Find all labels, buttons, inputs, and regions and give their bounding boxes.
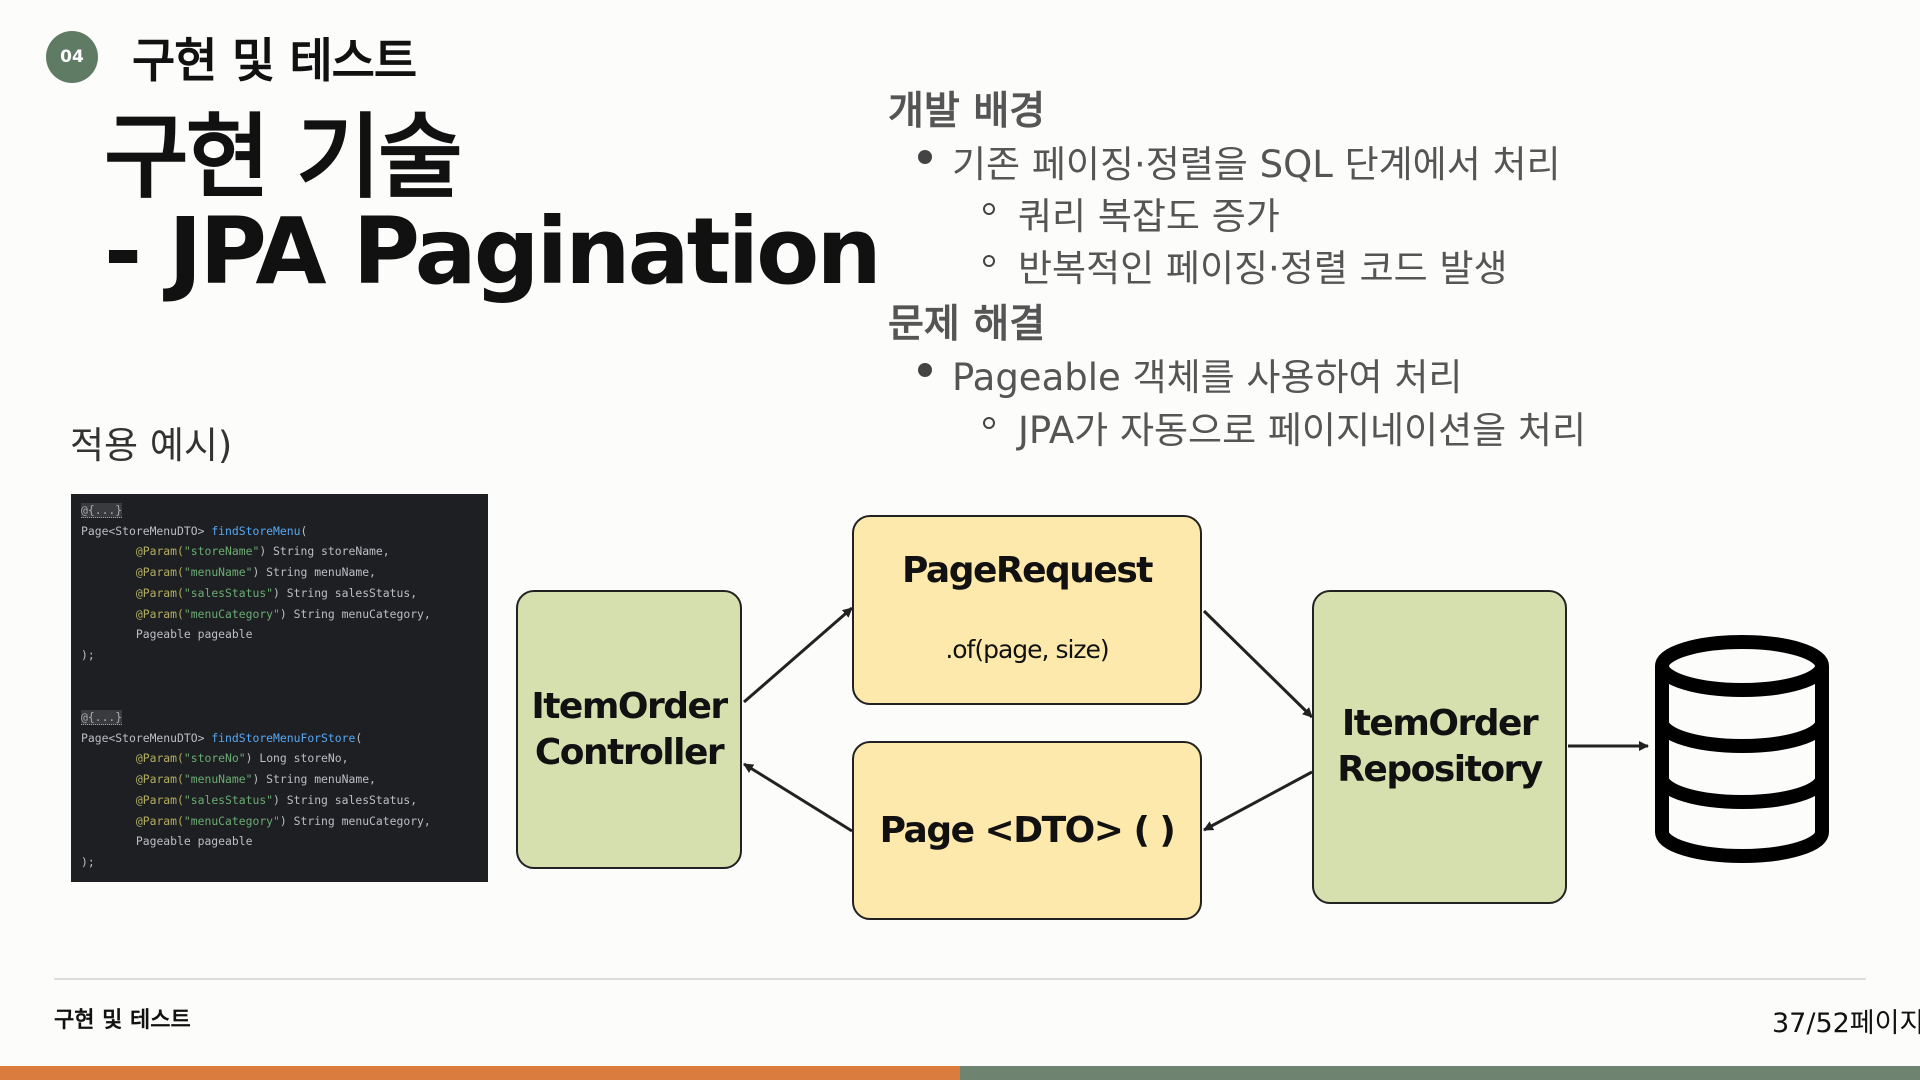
code-screenshot: @{...} Page<StoreMenuDTO> findStoreMenu(… bbox=[71, 494, 488, 882]
controller-label-line1: ItemOrder bbox=[531, 685, 728, 727]
code-string: "menuCategory" bbox=[183, 606, 280, 621]
code-param: ) String menuCategory, bbox=[279, 813, 431, 828]
code-annotation: @Param( bbox=[135, 813, 184, 828]
code-annotation: @Param( bbox=[135, 544, 184, 559]
database-icon bbox=[1655, 635, 1829, 863]
code-param: ) String storeName, bbox=[259, 544, 390, 559]
code-param: ) String menuCategory, bbox=[279, 606, 431, 621]
code-param: ) String salesStatus, bbox=[273, 585, 418, 600]
dev-background-item: 기존 페이징·정렬을 SQL 단계에서 처리 bbox=[918, 134, 1561, 188]
solution-sub1: JPA가 자동으로 페이지네이션을 처리 bbox=[982, 400, 1586, 454]
usage-example-label: 적용 예시) bbox=[70, 424, 233, 467]
arrow-repository-to-page bbox=[1203, 770, 1313, 832]
page-number: 37/52페이지 bbox=[1772, 1008, 1920, 1039]
code-string: "storeName" bbox=[183, 544, 260, 559]
code-param: Pageable pageable bbox=[135, 627, 253, 642]
code-annotation: @Param( bbox=[135, 751, 184, 766]
code-param: ) String salesStatus, bbox=[273, 792, 418, 807]
dev-background-heading: 개발 배경 bbox=[888, 89, 1046, 134]
pagerequest-method: .of(page, size) bbox=[945, 635, 1109, 664]
code-param: Pageable pageable bbox=[135, 834, 253, 849]
code-string: "menuCategory" bbox=[183, 813, 280, 828]
dev-background-sub2: 반복적인 페이징·정렬 코드 발생 bbox=[983, 238, 1508, 292]
code-close: ); bbox=[81, 647, 95, 662]
section-title: 구현 및 테스트 bbox=[132, 34, 417, 89]
code-string: "salesStatus" bbox=[183, 792, 274, 807]
repository-label-line1: ItemOrder bbox=[1341, 703, 1539, 744]
dev-background-sub1: 쿼리 복잡도 증가 bbox=[983, 186, 1280, 240]
code-annotation: @Param( bbox=[135, 772, 184, 787]
code-method-name: findStoreMenu bbox=[211, 523, 301, 538]
slide-title-line2: - JPA Pagination bbox=[104, 198, 882, 305]
code-param: ) String menuName, bbox=[252, 565, 376, 580]
code-string: "menuName" bbox=[183, 772, 253, 787]
code-string: "menuName" bbox=[183, 565, 253, 580]
solution-heading: 문제 해결 bbox=[888, 302, 1046, 347]
code-annotation: @Param( bbox=[135, 606, 184, 621]
arrow-controller-to-pagerequest bbox=[743, 606, 853, 704]
code-return-type: Page<StoreMenuDTO> bbox=[81, 730, 212, 745]
bottom-bar-orange bbox=[0, 1066, 960, 1080]
repository-label-line2: Repository bbox=[1337, 749, 1543, 790]
solution-item: Pageable 객체를 사용하여 처리 bbox=[917, 347, 1462, 401]
pagerequest-box: PageRequest .of(page, size) bbox=[852, 515, 1202, 705]
code-param: ) String menuName, bbox=[252, 772, 376, 787]
bottom-bar-green bbox=[960, 1066, 1920, 1080]
pagerequest-title: PageRequest bbox=[902, 550, 1153, 591]
code-fold: @{...} bbox=[81, 710, 123, 726]
section-number-badge: 04 bbox=[46, 31, 98, 83]
code-string: "salesStatus" bbox=[183, 585, 274, 600]
controller-box: ItemOrder Controller bbox=[516, 590, 742, 869]
controller-label-line2: Controller bbox=[534, 731, 725, 773]
arrow-pagerequest-to-repository bbox=[1202, 609, 1314, 719]
page-dto-box: Page <DTO> ( ) bbox=[852, 741, 1202, 920]
footer-section-label: 구현 및 테스트 bbox=[54, 1008, 191, 1033]
code-method-name: findStoreMenuForStore bbox=[211, 730, 356, 745]
repository-box: ItemOrder Repository bbox=[1312, 590, 1567, 904]
code-return-type: Page<StoreMenuDTO> bbox=[81, 523, 212, 538]
code-fold: @{...} bbox=[81, 503, 123, 518]
slide-title-line1: 구현 기술 bbox=[104, 104, 463, 211]
code-annotation: @Param( bbox=[135, 585, 184, 600]
code-param: ) Long storeNo, bbox=[245, 751, 349, 766]
slide-title: 구현 기술 - JPA Pagination bbox=[104, 104, 882, 305]
code-annotation: @Param( bbox=[135, 565, 184, 580]
footer-divider bbox=[54, 978, 1866, 980]
code-close: ); bbox=[81, 854, 95, 869]
code-annotation: @Param( bbox=[135, 792, 184, 807]
code-string: "storeNo" bbox=[183, 751, 246, 766]
arrow-page-to-controller bbox=[743, 762, 853, 833]
page-dto-label: Page <DTO> ( ) bbox=[879, 810, 1176, 851]
